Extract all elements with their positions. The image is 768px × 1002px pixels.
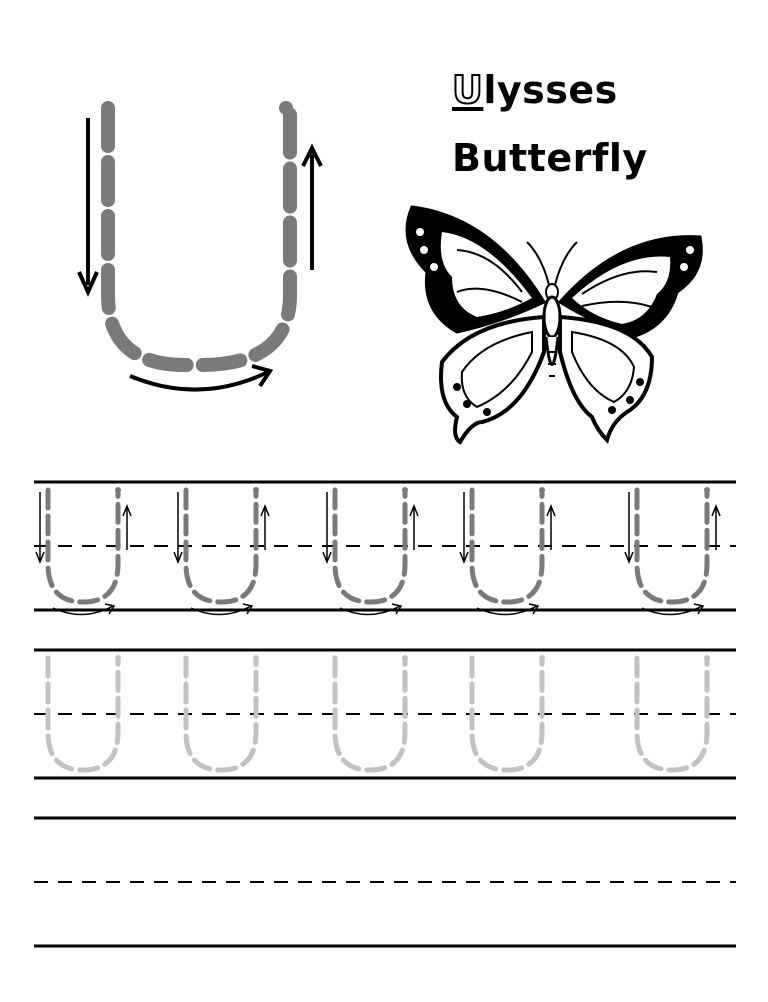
arrow-curve-icon [129, 364, 274, 392]
trace-letter [634, 655, 710, 773]
direction-arrows-icon [624, 492, 721, 616]
guided-letter [35, 487, 132, 616]
title-word-1-rest: lysses [483, 68, 618, 112]
title-word-1: Ulysses [451, 67, 618, 113]
direction-arrows-icon [35, 492, 132, 616]
title-word-2: Butterfly [452, 136, 648, 180]
writing-lines [34, 480, 736, 948]
guided-letter [173, 487, 270, 616]
arrow-up-icon [301, 143, 323, 270]
trace-letter [45, 655, 121, 773]
trace-letter [332, 655, 408, 773]
butterfly-icon [405, 205, 703, 445]
direction-arrows-icon [322, 492, 419, 616]
title-initial: U [451, 67, 484, 113]
guided-letter [624, 487, 721, 616]
trace-letter [469, 655, 545, 773]
guided-row [35, 487, 721, 616]
demo-letter [77, 101, 323, 392]
guided-letter [322, 487, 419, 616]
arrow-down-icon [77, 118, 99, 297]
trace-row [45, 655, 710, 773]
direction-arrows-icon [173, 492, 270, 616]
direction-arrows-icon [459, 492, 556, 616]
trace-letter [183, 655, 259, 773]
guided-letter [459, 487, 556, 616]
